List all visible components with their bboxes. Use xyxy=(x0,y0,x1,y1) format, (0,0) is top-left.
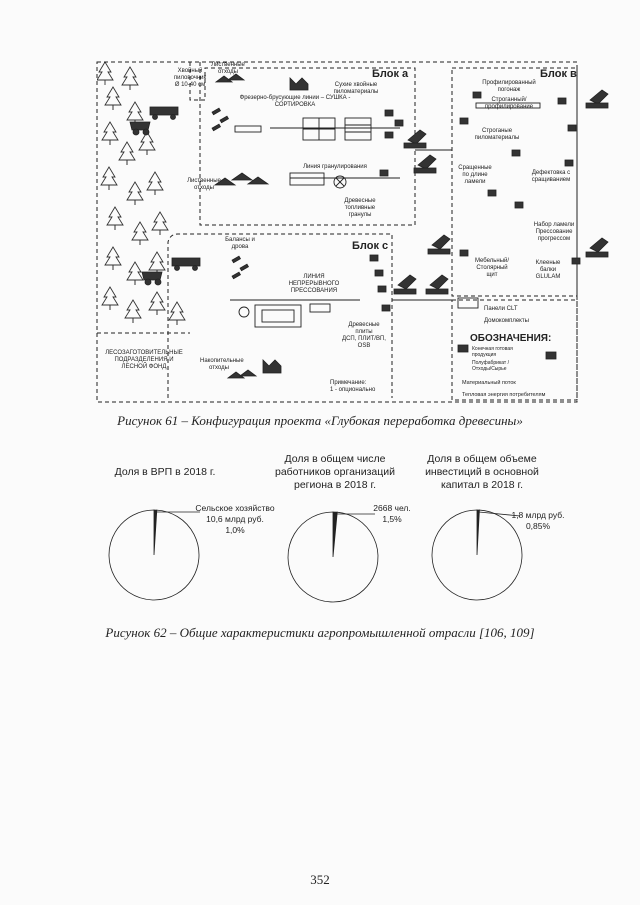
block-b-title: Блок в xyxy=(540,68,577,80)
label-strogany-prof: Строганный/профилирование xyxy=(484,97,534,110)
mixer-icon xyxy=(333,175,347,189)
pie-2-slice-2 xyxy=(287,511,379,603)
label-mebelny: Мебельный/ Столярный щит xyxy=(474,258,510,278)
block-a-title: Блок а xyxy=(372,68,409,80)
pie-charts xyxy=(108,509,523,603)
label-strogany-pilo: Строганые пиломатериалы xyxy=(474,128,520,141)
figure-62-caption: Рисунок 62 – Общие характеристики агропр… xyxy=(105,625,535,640)
label-liniya-nepr: ЛИНИЯ НЕПРЕРЫВНОГО ПРЕССОВАНИЯ xyxy=(288,274,340,294)
label-primechanie: Примечание: 1 - опционально xyxy=(330,380,376,393)
legend-box xyxy=(451,299,578,401)
block-b-outline xyxy=(451,67,578,297)
pie-2-title: Доля в общем числе работников организаци… xyxy=(274,453,395,491)
pie-2-annotation: 2668 чел. 1,5% xyxy=(373,503,411,524)
label-liniya-gran: Линия гранулирования xyxy=(303,164,367,170)
pie-3-title: Доля в общем объеме инвестиций в основно… xyxy=(425,453,539,491)
pie-3-annotation: 1,8 млрд руб. 0,85% xyxy=(511,510,565,531)
pie-1-title: Доля в ВРП в 2018 г. xyxy=(114,466,216,478)
label-sushenye: Сухие хвойные пиломатериалы xyxy=(333,82,379,95)
pie-1-slice-2 xyxy=(108,509,200,601)
page-number: 352 xyxy=(310,872,330,887)
label-khvoinye: Хвойный пиловочник Ø 10-40 см xyxy=(173,68,207,88)
factory-icon-2 xyxy=(262,359,282,374)
pellet-line-box xyxy=(289,172,325,186)
legend-item-final: Конечная готовая продукция xyxy=(472,346,513,358)
legend-title: ОБОЗНАЧЕНИЯ: xyxy=(470,333,552,344)
label-nabor: Набор ламели Прессование прогрессом xyxy=(533,222,575,242)
press-line-box xyxy=(254,304,302,328)
logs-icon xyxy=(211,107,250,280)
crane-icons xyxy=(393,89,609,295)
legend-item-flow: Материальный поток xyxy=(462,380,516,386)
panel-box xyxy=(457,297,479,309)
label-listv-otkhody: Лиственные отходы xyxy=(187,178,221,191)
block-a-outline xyxy=(189,62,416,226)
label-drevesnye-plity: Древесные плиты ДСП, ПЛИТ/ВП, OSB xyxy=(342,322,386,349)
log-truck-icon-2 xyxy=(171,257,201,267)
label-balansy: Балансы и дрова xyxy=(225,237,255,250)
label-defektovka: Дефектовка с сращиванием xyxy=(531,170,571,183)
product-stack-icons xyxy=(369,109,404,312)
label-drevesnye-gran: Древесные топливные гранулы xyxy=(344,198,376,218)
factory-icon xyxy=(289,77,309,91)
stack-box xyxy=(344,117,372,141)
legend-item-heat: Тепловая энергия потребителям xyxy=(462,392,546,398)
waste-pile-icon-3 xyxy=(214,73,246,83)
diagram-frame xyxy=(96,61,578,403)
waste-pile-icon-2 xyxy=(226,369,258,379)
waste-pile-icon xyxy=(213,172,270,186)
label-otkhody-top: Лиственные отходы xyxy=(211,62,245,75)
pie-1-annotation: Сельское хозяйство 10,6 млрд руб. 1,0% xyxy=(195,503,275,535)
label-profilirovanny: Профилированный погонаж xyxy=(482,80,536,93)
forest-icon xyxy=(97,62,186,326)
planing-box xyxy=(475,102,541,109)
figure-61-caption: Рисунок 61 – Конфигурация проекта «Глубо… xyxy=(117,413,523,428)
block-c-outline xyxy=(167,233,393,398)
legend-semi-product-icon xyxy=(545,351,557,360)
block-c-title: Блок с xyxy=(352,240,389,252)
log-truck-icon xyxy=(149,106,179,116)
gear-icon xyxy=(238,306,250,318)
outer-frame xyxy=(96,61,578,403)
pie-3-slice-2 xyxy=(431,509,523,601)
pie-3-leader-line xyxy=(478,511,521,517)
sorting-box xyxy=(234,125,262,133)
label-domokomplekty: Домокомплекты xyxy=(484,318,529,324)
label-sraschennye: Сращенные по длине ламели xyxy=(458,165,492,185)
label-lesozag: ЛЕСОЗАГОТОВИТЕЛЬНЫЕ ПОДРАЗДЕЛЕНИЯ И ЛЕСН… xyxy=(105,350,183,370)
label-nakopitelnye: Накопительные отходы xyxy=(200,358,244,371)
label-paneli-clt: Панели CLT xyxy=(484,306,518,312)
legend-final-product-icon xyxy=(457,344,469,353)
legend-item-semi: Полуфабрикат / Отходы/Сырье xyxy=(472,360,509,372)
diagram-icons xyxy=(129,73,609,379)
label-kleenye: Клееные балки GLULAM xyxy=(535,260,561,280)
label-frezerno: Фрезерно-брусующие линии – СУШКА - СОРТИ… xyxy=(239,95,351,108)
